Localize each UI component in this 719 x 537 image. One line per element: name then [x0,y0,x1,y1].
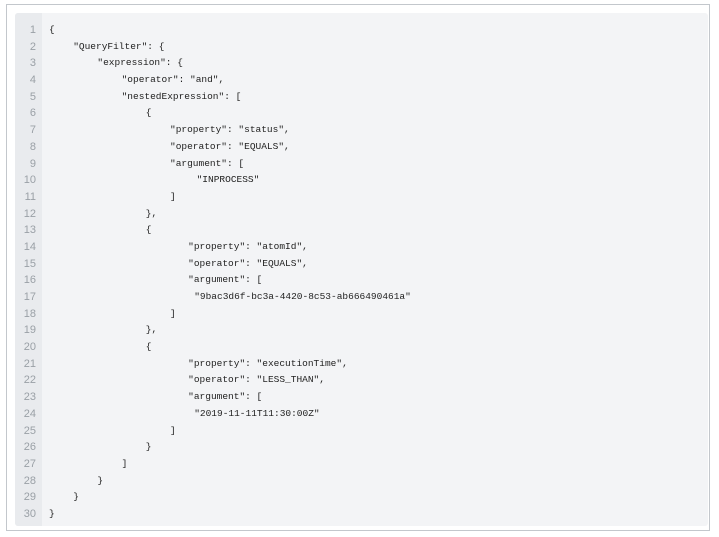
code-line: 24 "2019-11-11T11:30:00Z" [15,406,708,423]
line-number: 30 [23,507,36,520]
line-number: 12 [23,207,36,220]
code-text: "property": "status", [170,124,290,136]
code-line: 20 { [15,339,708,356]
code-line: 4 "operator": "and", [15,72,708,89]
line-number: 15 [23,257,36,270]
line-number: 2 [29,40,36,53]
line-number: 21 [23,357,36,370]
line-number: 26 [23,441,36,454]
code-text: { [145,341,152,353]
code-text: } [49,507,55,519]
code-text: "operator": "EQUALS", [188,257,308,269]
line-number: 7 [29,124,36,137]
code-text: } [97,474,104,486]
code-text: ] [121,457,128,469]
code-line: 23 "argument": [ [15,389,708,406]
line-number: 3 [29,57,36,70]
code-text: "QueryFilter": { [73,40,165,52]
line-number: 14 [23,240,36,253]
line-number: 8 [29,140,36,153]
code-line: 11] [15,189,708,206]
line-number: 28 [23,474,36,487]
code-text: "INPROCESS" [196,174,260,186]
code-line: 6{ [15,105,708,122]
code-text: "argument": [ [188,274,263,286]
code-text: "argument": [ [188,391,263,403]
code-line: 26} [15,439,708,456]
code-line: 16 "argument": [ [15,272,708,289]
code-line: 2 "QueryFilter": { [15,39,708,56]
code-text: "nestedExpression": [ [121,90,242,102]
code-line: 3 "expression": { [15,55,708,72]
code-line: 7 "property": "status", [15,122,708,139]
line-number: 9 [29,157,36,170]
line-number: 19 [23,324,36,337]
code-text: "operator": "and", [121,74,225,86]
code-text: }, [145,207,158,219]
code-line: 12}, [15,206,708,223]
line-number: 11 [24,190,36,203]
line-number: 17 [23,291,36,303]
code-line: 5 "nestedExpression": [ [15,89,708,106]
line-number: 1 [29,24,36,36]
line-number: 24 [23,407,36,420]
code-line: 15 "operator": "EQUALS", [15,256,708,273]
line-number: 10 [23,174,36,187]
line-number: 4 [29,74,36,87]
code-text: "2019-11-11T11:30:00Z" [194,407,320,419]
code-text: } [145,441,152,453]
code-text: { [145,224,152,236]
code-text: "property": "executionTime", [188,357,348,369]
code-line: 29} [15,489,708,506]
code-text: ] [170,190,176,202]
line-number: 18 [23,307,36,320]
line-number: 5 [29,90,36,103]
code-line: 18] [15,306,708,323]
code-text: "operator": "EQUALS", [170,140,290,152]
code-text: "argument": [ [170,157,245,169]
line-number: 22 [23,374,36,387]
code-text: "expression": { [97,57,183,69]
code-line: 17 "9bac3d6f-bc3a-4420-8c53-ab666490461a" [15,289,708,306]
code-text: { [145,107,152,119]
line-number: 23 [23,391,36,404]
code-line: 27] [15,456,708,473]
line-number: 13 [23,224,36,237]
code-line: 13 { [15,222,708,239]
line-number: 20 [23,341,36,354]
line-number: 16 [23,274,36,287]
code-text: { [49,24,55,35]
code-line: 28} [15,473,708,490]
code-line: 25] [15,423,708,440]
line-number: 25 [23,424,36,437]
code-line: 1{ [15,22,708,39]
code-line: 10 "INPROCESS" [15,172,708,189]
line-number: 6 [29,107,36,120]
code-line: 22 "operator": "LESS_THAN", [15,372,708,389]
line-number: 27 [23,457,36,470]
code-line: 9 "argument": [ [15,156,708,173]
code-line: 19}, [15,322,708,339]
code-block-frame: 1{2"QueryFilter": {3"expression": {4"ope… [6,4,710,531]
code-text: ] [170,307,176,319]
code-line: 8 "operator": "EQUALS", [15,139,708,156]
code-line: 14 "property": "atomId", [15,239,708,256]
line-number-gutter [15,13,42,526]
code-text: }, [145,324,158,336]
code-block[interactable]: 1{2"QueryFilter": {3"expression": {4"ope… [15,13,708,526]
code-text: } [73,491,79,503]
code-text: "9bac3d6f-bc3a-4420-8c53-ab666490461a" [194,291,411,302]
code-line: 21 "property": "executionTime", [15,356,708,373]
code-text: "property": "atomId", [188,240,308,252]
code-line: 30} [15,506,708,523]
code-text: "operator": "LESS_THAN", [188,374,325,386]
line-number: 29 [23,491,36,504]
code-text: ] [170,424,176,436]
code-lines: 1{2"QueryFilter": {3"expression": {4"ope… [15,22,708,523]
